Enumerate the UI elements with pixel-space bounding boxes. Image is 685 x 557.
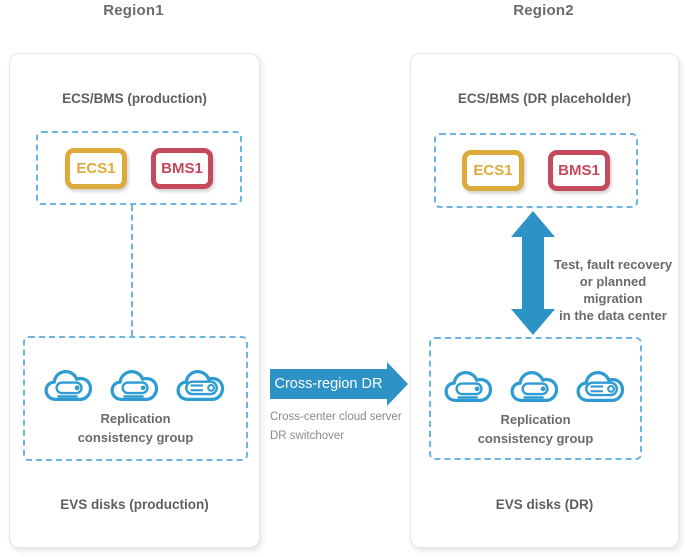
region2-bms1-box: BMS1 <box>548 150 610 191</box>
region2-servers-heading: ECS/BMS (DR placeholder) <box>457 91 632 106</box>
region1-ecs1-label: ECS1 <box>76 159 116 177</box>
region2-disk-icons-row <box>431 365 640 407</box>
region2-disks-label: EVS disks (DR) <box>495 497 594 512</box>
cloud-disk-icon <box>44 370 92 401</box>
region1-replication-line1: Replication <box>100 411 171 426</box>
dr-annotation: Test, fault recovery or planned migratio… <box>551 256 675 324</box>
vertical-double-arrow-icon <box>511 211 555 335</box>
region2-replication-label: Replication consistency group <box>431 410 640 448</box>
dr-switchover-desc-line1: Cross-center cloud server <box>270 411 402 423</box>
cross-region-arrow-label: Cross-region DR <box>274 376 383 392</box>
region2-title: Region2 <box>513 2 574 19</box>
region1-replication-group-box: Replication consistency group <box>23 336 248 461</box>
region1-bms1-box: BMS1 <box>151 147 213 189</box>
region1-connector-line <box>131 205 133 336</box>
cloud-disk-icon <box>510 371 558 402</box>
region1-bms1-label: BMS1 <box>161 159 203 177</box>
region1-replication-line2: consistency group <box>77 430 194 445</box>
cloud-disk-icon <box>576 371 624 402</box>
dr-switchover-desc-line2: DR switchover <box>270 430 345 442</box>
region1-ecs1-box: ECS1 <box>65 147 127 189</box>
region1-disk-icons-row <box>25 364 246 406</box>
cloud-disk-icon <box>110 370 158 401</box>
region2-ecs1-label: ECS1 <box>473 162 513 179</box>
region2-replication-group-box: Replication consistency group <box>429 337 642 460</box>
region1-servers-heading: ECS/BMS (production) <box>62 91 207 106</box>
cloud-disk-icon <box>444 371 492 402</box>
dr-annotation-line2: or planned migration <box>579 274 647 306</box>
cloud-disk-icon <box>176 370 224 401</box>
right-arrow-icon <box>270 362 408 406</box>
region2-bms1-label: BMS1 <box>558 162 600 179</box>
region2-servers-group-box: ECS1 BMS1 <box>434 133 638 208</box>
dr-annotation-line3: in the data center <box>559 308 667 323</box>
region1-card: ECS/BMS (production) ECS1 BMS1 <box>9 53 260 548</box>
region1-servers-group-box: ECS1 BMS1 <box>36 131 242 205</box>
region2-replication-line2: consistency group <box>477 431 594 446</box>
region1-title: Region1 <box>103 2 164 19</box>
region2-replication-line1: Replication <box>500 412 571 427</box>
region1-disks-label: EVS disks (production) <box>60 497 209 512</box>
dr-annotation-line1: Test, fault recovery <box>553 257 673 272</box>
region2-card: ECS/BMS (DR placeholder) ECS1 BMS1 Test,… <box>410 53 679 548</box>
region1-replication-label: Replication consistency group <box>25 409 246 447</box>
region2-ecs1-box: ECS1 <box>462 150 524 191</box>
cross-region-dr-arrow: Cross-region DR <box>270 362 408 406</box>
